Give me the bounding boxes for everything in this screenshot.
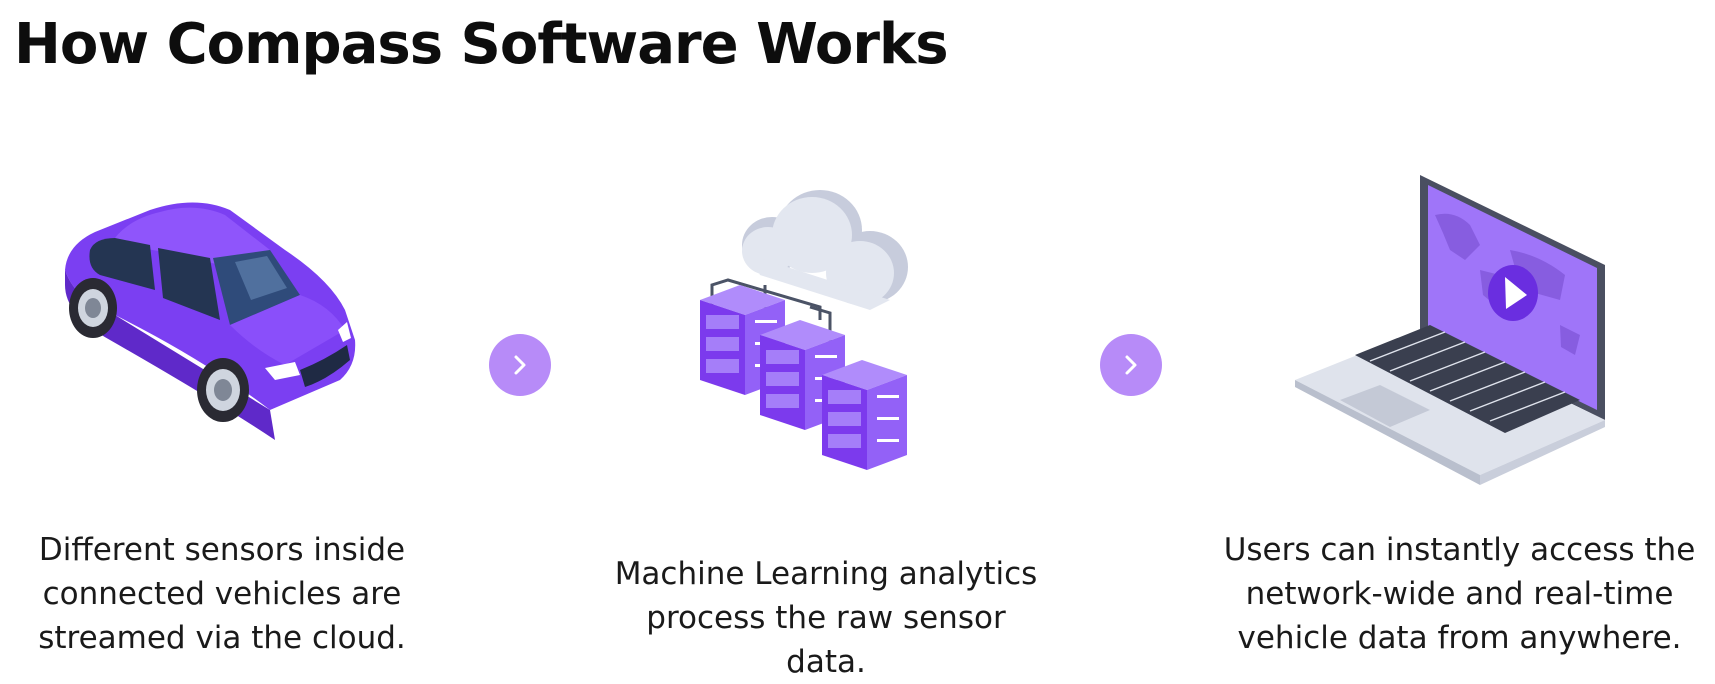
page-title: How Compass Software Works xyxy=(14,12,949,77)
cloud-servers-icon xyxy=(700,175,1000,495)
laptop-map-icon xyxy=(1295,175,1625,490)
cloud-icon xyxy=(742,190,908,310)
chevron-right-icon xyxy=(1125,355,1137,375)
step-caption-sensors: Different sensors inside connected vehic… xyxy=(38,532,406,656)
next-step-arrow-button[interactable] xyxy=(489,334,551,396)
chevron-right-icon xyxy=(514,355,526,375)
step-caption-access: Users can instantly access the network-w… xyxy=(1223,532,1696,656)
next-step-arrow-button[interactable] xyxy=(1100,334,1162,396)
car-icon xyxy=(55,190,385,470)
step-caption-analytics: Machine Learning analytics process the r… xyxy=(614,556,1038,680)
